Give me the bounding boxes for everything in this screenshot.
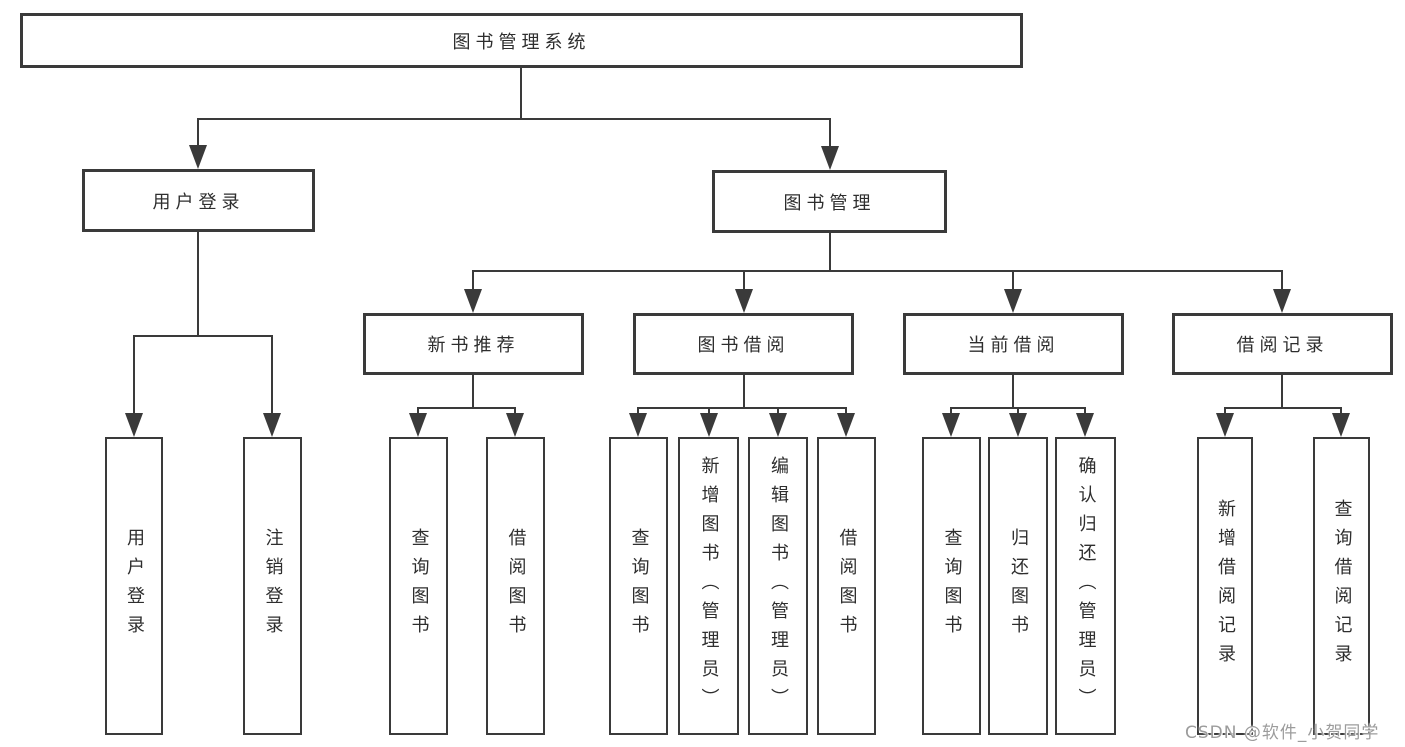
connector-drop-book-borrowing xyxy=(743,270,745,291)
leaf-query-books-current: 查询图书 xyxy=(922,437,981,735)
leaf-borrow-books-new-rec: 借阅图书 xyxy=(486,437,545,735)
connector-level3-branch xyxy=(472,270,1283,272)
connector-drop-book-management xyxy=(829,118,831,148)
leaf-borrow-books-borrowing: 借阅图书 xyxy=(817,437,876,735)
arrowhead-borrowing-records xyxy=(1273,289,1291,313)
connector-drop xyxy=(845,407,847,415)
connector-new-book-rec-branch xyxy=(417,407,516,409)
connector-borrowing-records-branch xyxy=(1224,407,1342,409)
connector-drop xyxy=(1084,407,1086,415)
leaf-add-books-admin: 新增图书（管理员） xyxy=(678,437,739,735)
node-book-management: 图书管理 xyxy=(712,170,947,233)
arrowhead-leaf xyxy=(700,413,718,437)
arrowhead-current-borrowing xyxy=(1004,289,1022,313)
arrowhead-book-management xyxy=(821,146,839,170)
leaf-user-login: 用户登录 xyxy=(105,437,163,735)
leaf-query-books-borrowing: 查询图书 xyxy=(609,437,668,735)
leaf-query-books-new-rec: 查询图书 xyxy=(389,437,448,735)
connector-drop-leaf-logout xyxy=(271,335,273,415)
leaf-logout: 注销登录 xyxy=(243,437,302,735)
connector-root-stem xyxy=(520,68,522,118)
leaf-return-books: 归还图书 xyxy=(988,437,1048,735)
arrowhead-leaf xyxy=(1216,413,1234,437)
leaf-add-borrow-record: 新增借阅记录 xyxy=(1197,437,1253,735)
arrowhead-leaf xyxy=(837,413,855,437)
node-library-management-system: 图书管理系统 xyxy=(20,13,1023,68)
connector-level1-branch xyxy=(197,118,831,120)
leaf-query-borrow-record: 查询借阅记录 xyxy=(1313,437,1370,735)
connector-drop xyxy=(637,407,639,415)
connector-drop xyxy=(1340,407,1342,415)
connector-drop-new-book-rec xyxy=(472,270,474,291)
arrowhead-book-borrowing xyxy=(735,289,753,313)
connector-current-borrowing-stem xyxy=(1012,375,1014,407)
arrowhead-leaf xyxy=(769,413,787,437)
connector-drop xyxy=(777,407,779,415)
connector-drop xyxy=(417,407,419,415)
arrowhead-leaf xyxy=(409,413,427,437)
connector-drop xyxy=(950,407,952,415)
connector-drop xyxy=(708,407,710,415)
arrowhead-new-book-rec xyxy=(464,289,482,313)
node-book-borrowing: 图书借阅 xyxy=(633,313,854,375)
connector-drop xyxy=(1224,407,1226,415)
arrowhead-leaf xyxy=(942,413,960,437)
connector-book-borrowing-stem xyxy=(743,375,745,407)
connector-borrowing-records-stem xyxy=(1281,375,1283,407)
connector-drop xyxy=(514,407,516,415)
leaf-edit-books-admin: 编辑图书（管理员） xyxy=(748,437,808,735)
arrowhead-leaf xyxy=(506,413,524,437)
arrowhead-user-login xyxy=(189,145,207,169)
arrowhead-leaf xyxy=(1076,413,1094,437)
arrowhead-leaf xyxy=(1009,413,1027,437)
connector-user-login-stem xyxy=(197,232,199,335)
arrowhead-leaf xyxy=(629,413,647,437)
connector-drop-user-login xyxy=(197,118,199,147)
connector-user-login-branch xyxy=(133,335,273,337)
node-new-book-recommendation: 新书推荐 xyxy=(363,313,584,375)
connector-drop-current-borrowing xyxy=(1012,270,1014,291)
connector-book-borrowing-branch xyxy=(637,407,847,409)
node-user-login: 用户登录 xyxy=(82,169,315,232)
arrowhead-leaf-user-login xyxy=(125,413,143,437)
connector-drop xyxy=(1017,407,1019,415)
watermark: CSDN @软件_小贺同学 xyxy=(1185,723,1380,743)
connector-new-book-rec-stem xyxy=(472,375,474,407)
node-current-borrowing: 当前借阅 xyxy=(903,313,1124,375)
arrowhead-leaf-logout xyxy=(263,413,281,437)
connector-book-management-stem xyxy=(829,233,831,270)
connector-drop-leaf-user-login xyxy=(133,335,135,415)
leaf-confirm-return-admin: 确认归还（管理员） xyxy=(1055,437,1116,735)
arrowhead-leaf xyxy=(1332,413,1350,437)
node-borrowing-records: 借阅记录 xyxy=(1172,313,1393,375)
connector-drop-borrowing-records xyxy=(1281,270,1283,291)
